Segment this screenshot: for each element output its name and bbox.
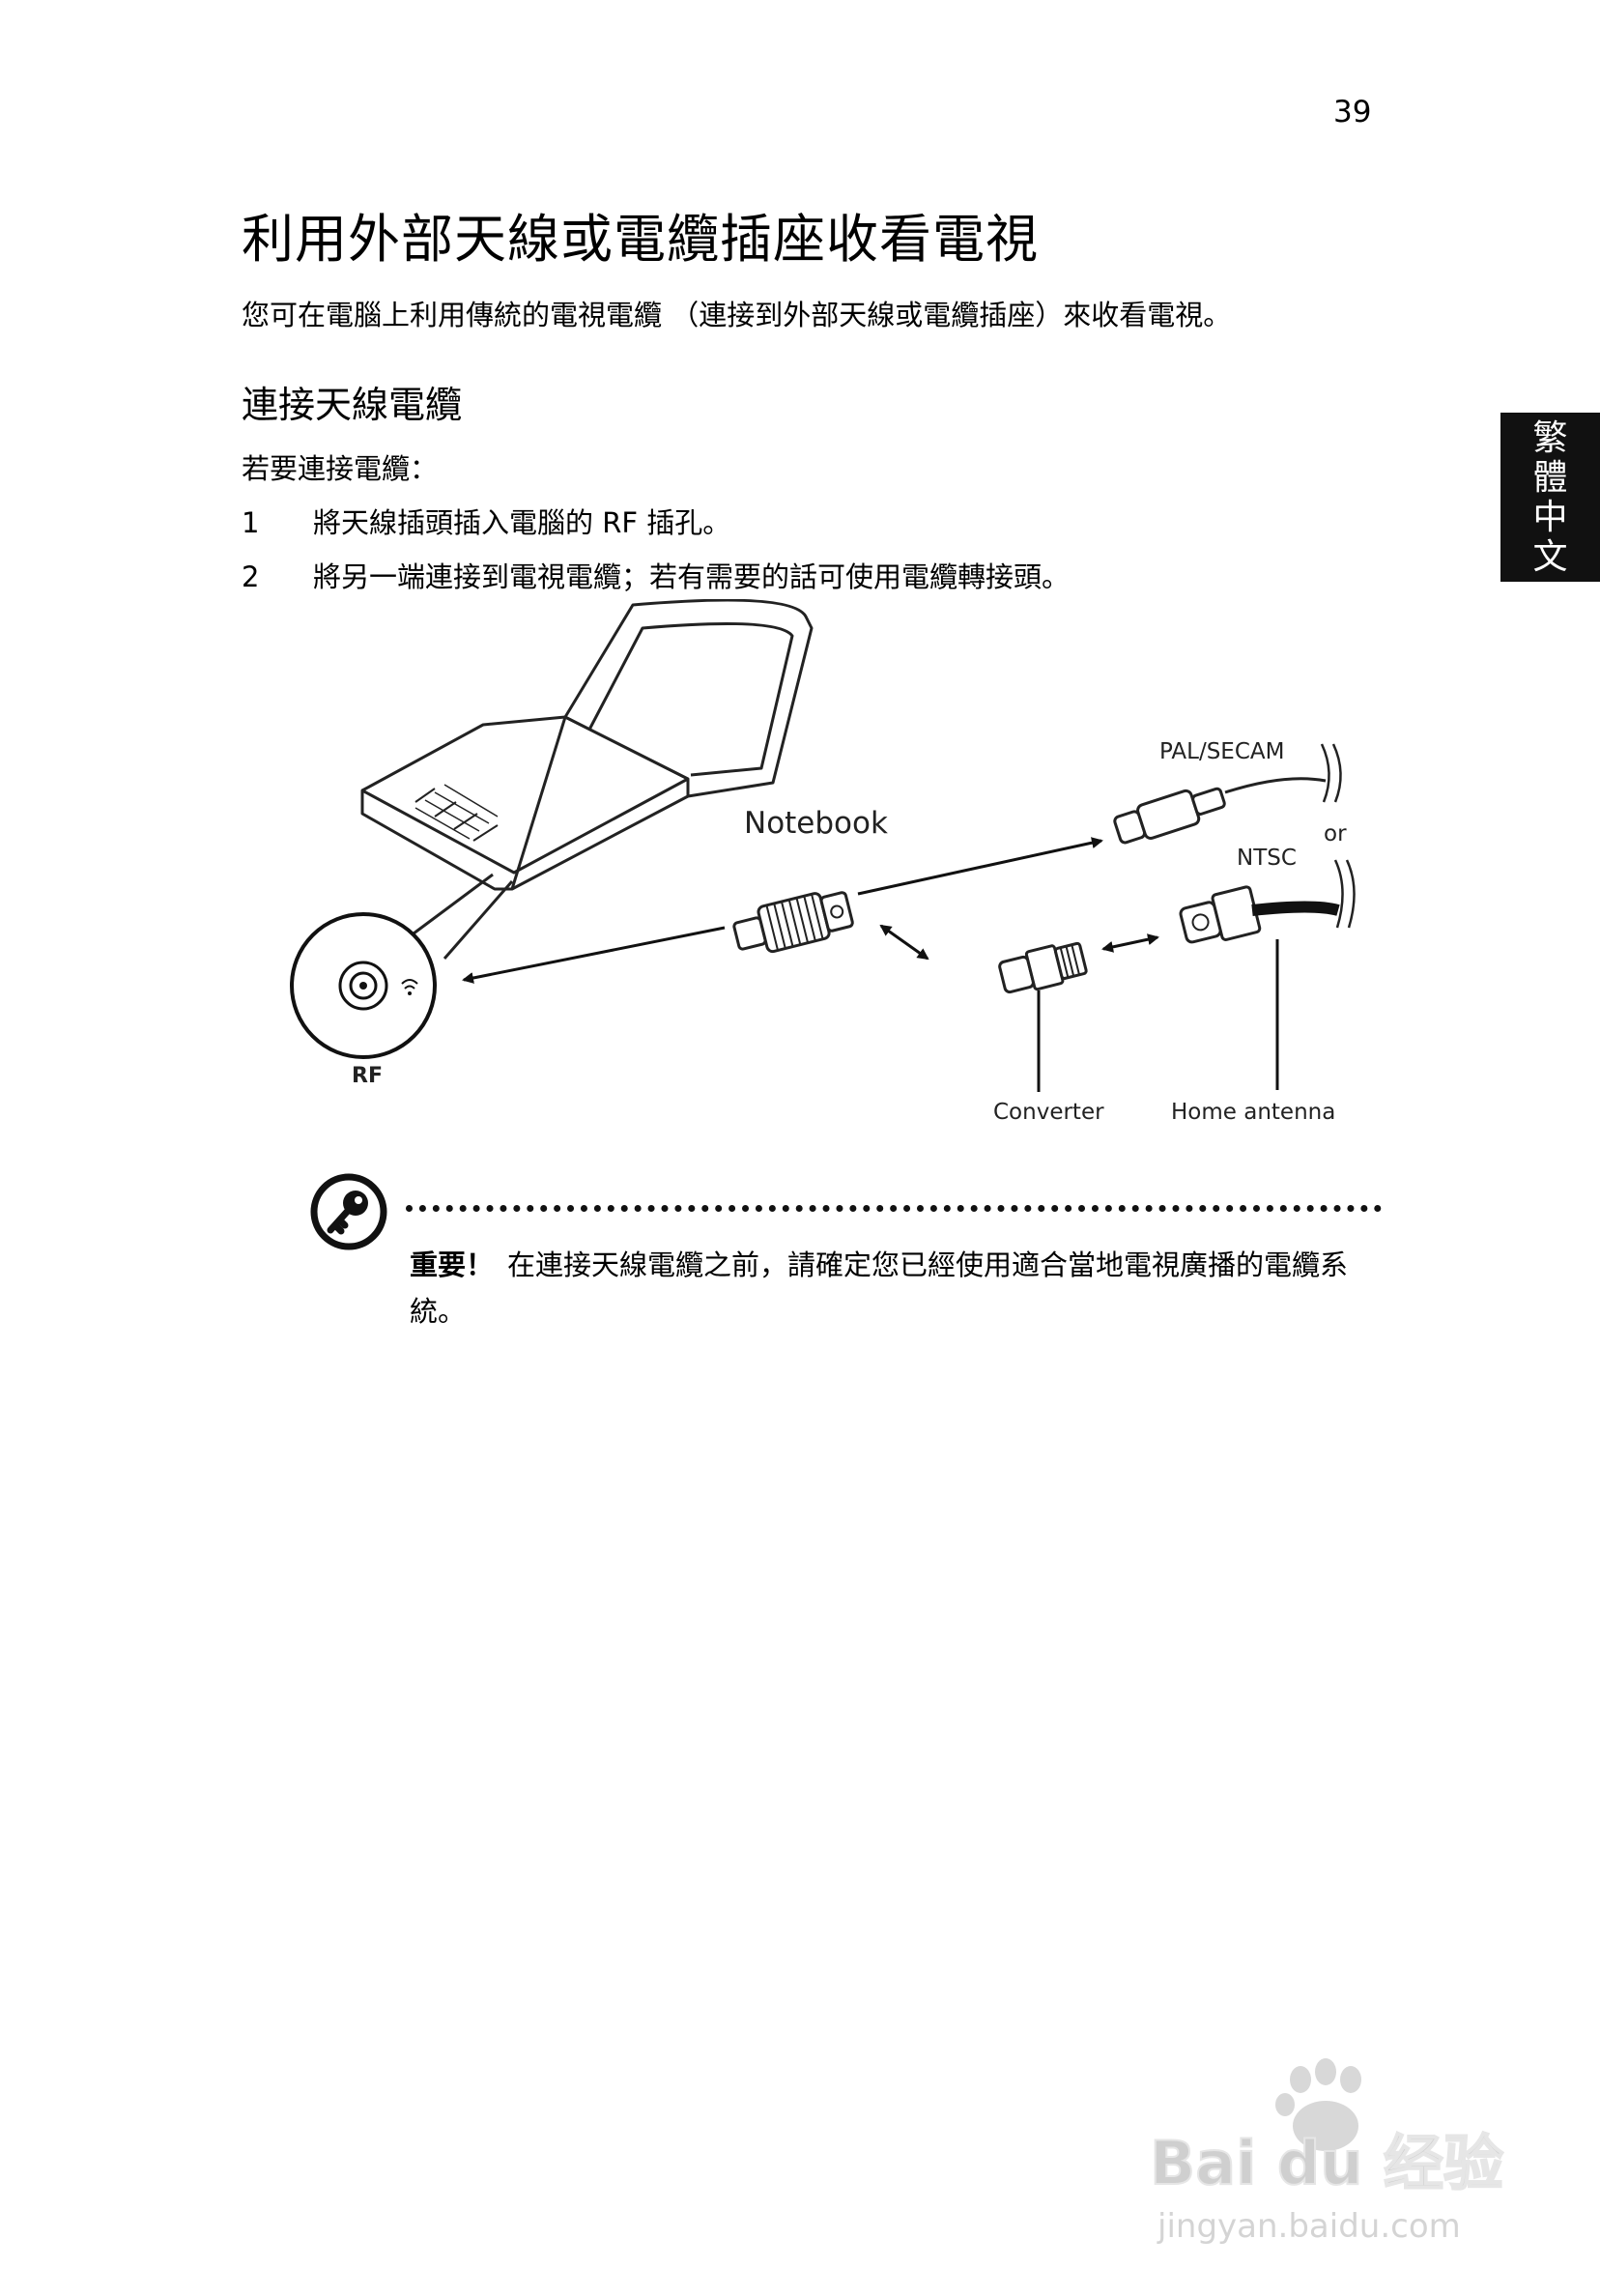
cable-icon	[1251, 901, 1340, 916]
pal-secam-label: PAL/SECAM	[1159, 739, 1284, 764]
section-heading: 連接天線電纜	[242, 384, 463, 426]
watermark-url: jingyan.baidu.com	[1157, 2207, 1461, 2246]
language-tab: 繁 體 中 文	[1500, 413, 1600, 582]
rf-jack-icon	[290, 912, 437, 1059]
language-tab-char: 繁	[1532, 417, 1568, 458]
step-2: 2 將另一端連接到電視電纜；若有需要的話可使用電纜轉接頭。	[242, 555, 1070, 595]
step-number: 2	[242, 560, 260, 593]
step-text: 將天線插頭插入電腦的 RF 插孔。	[313, 506, 731, 539]
step-text: 將另一端連接到電視電纜；若有需要的話可使用電纜轉接頭。	[313, 560, 1071, 593]
pal-secam-plug-icon	[1113, 787, 1226, 845]
intro-paragraph: 您可在電腦上利用傳統的電視電纜 （連接到外部天線或電纜插座）來收看電視。	[242, 299, 1232, 331]
home-antenna-label: Home antenna	[1171, 1100, 1335, 1125]
notebook-label: Notebook	[744, 806, 888, 841]
important-note: 重要！在連接天線電纜之前，請確定您已經使用適合當地電視廣播的電纜系統。	[410, 1242, 1376, 1335]
page-title: 利用外部天線或電纜插座收看電視	[242, 209, 1039, 270]
converter-label: Converter	[993, 1100, 1104, 1125]
ntsc-label: NTSC	[1237, 846, 1297, 871]
converter-icon	[998, 941, 1088, 994]
paw-icon	[1275, 2058, 1361, 2151]
step-number: 1	[242, 506, 260, 539]
note-label: 重要！	[410, 1248, 495, 1281]
or-label: or	[1324, 821, 1347, 847]
key-icon	[310, 1173, 387, 1250]
ntsc-plug-icon	[1179, 885, 1262, 944]
note-body: 在連接天線電纜之前，請確定您已經使用適合當地電視廣播的電纜系統。	[410, 1248, 1349, 1328]
instructions-lead: 若要連接電纜：	[242, 452, 439, 485]
notebook-illustration	[360, 599, 814, 891]
step-1: 1 將天線插頭插入電腦的 RF 插孔。	[242, 501, 730, 541]
rf-label: RF	[352, 1064, 383, 1088]
language-tab-char: 體	[1532, 457, 1568, 498]
connection-diagram: RF Notebook PAL/SECAM or NTSC	[290, 599, 1356, 1125]
language-tab-char: 文	[1532, 536, 1568, 577]
plug-icon	[732, 891, 854, 954]
baidu-watermark: Bai du 经验 jingyan.baidu.com	[1149, 2058, 1504, 2246]
page-number: 39	[1333, 95, 1372, 129]
language-tab-char: 中	[1532, 497, 1568, 537]
note-divider	[406, 1205, 1382, 1212]
watermark-brand: Bai du 经验	[1150, 2128, 1503, 2198]
